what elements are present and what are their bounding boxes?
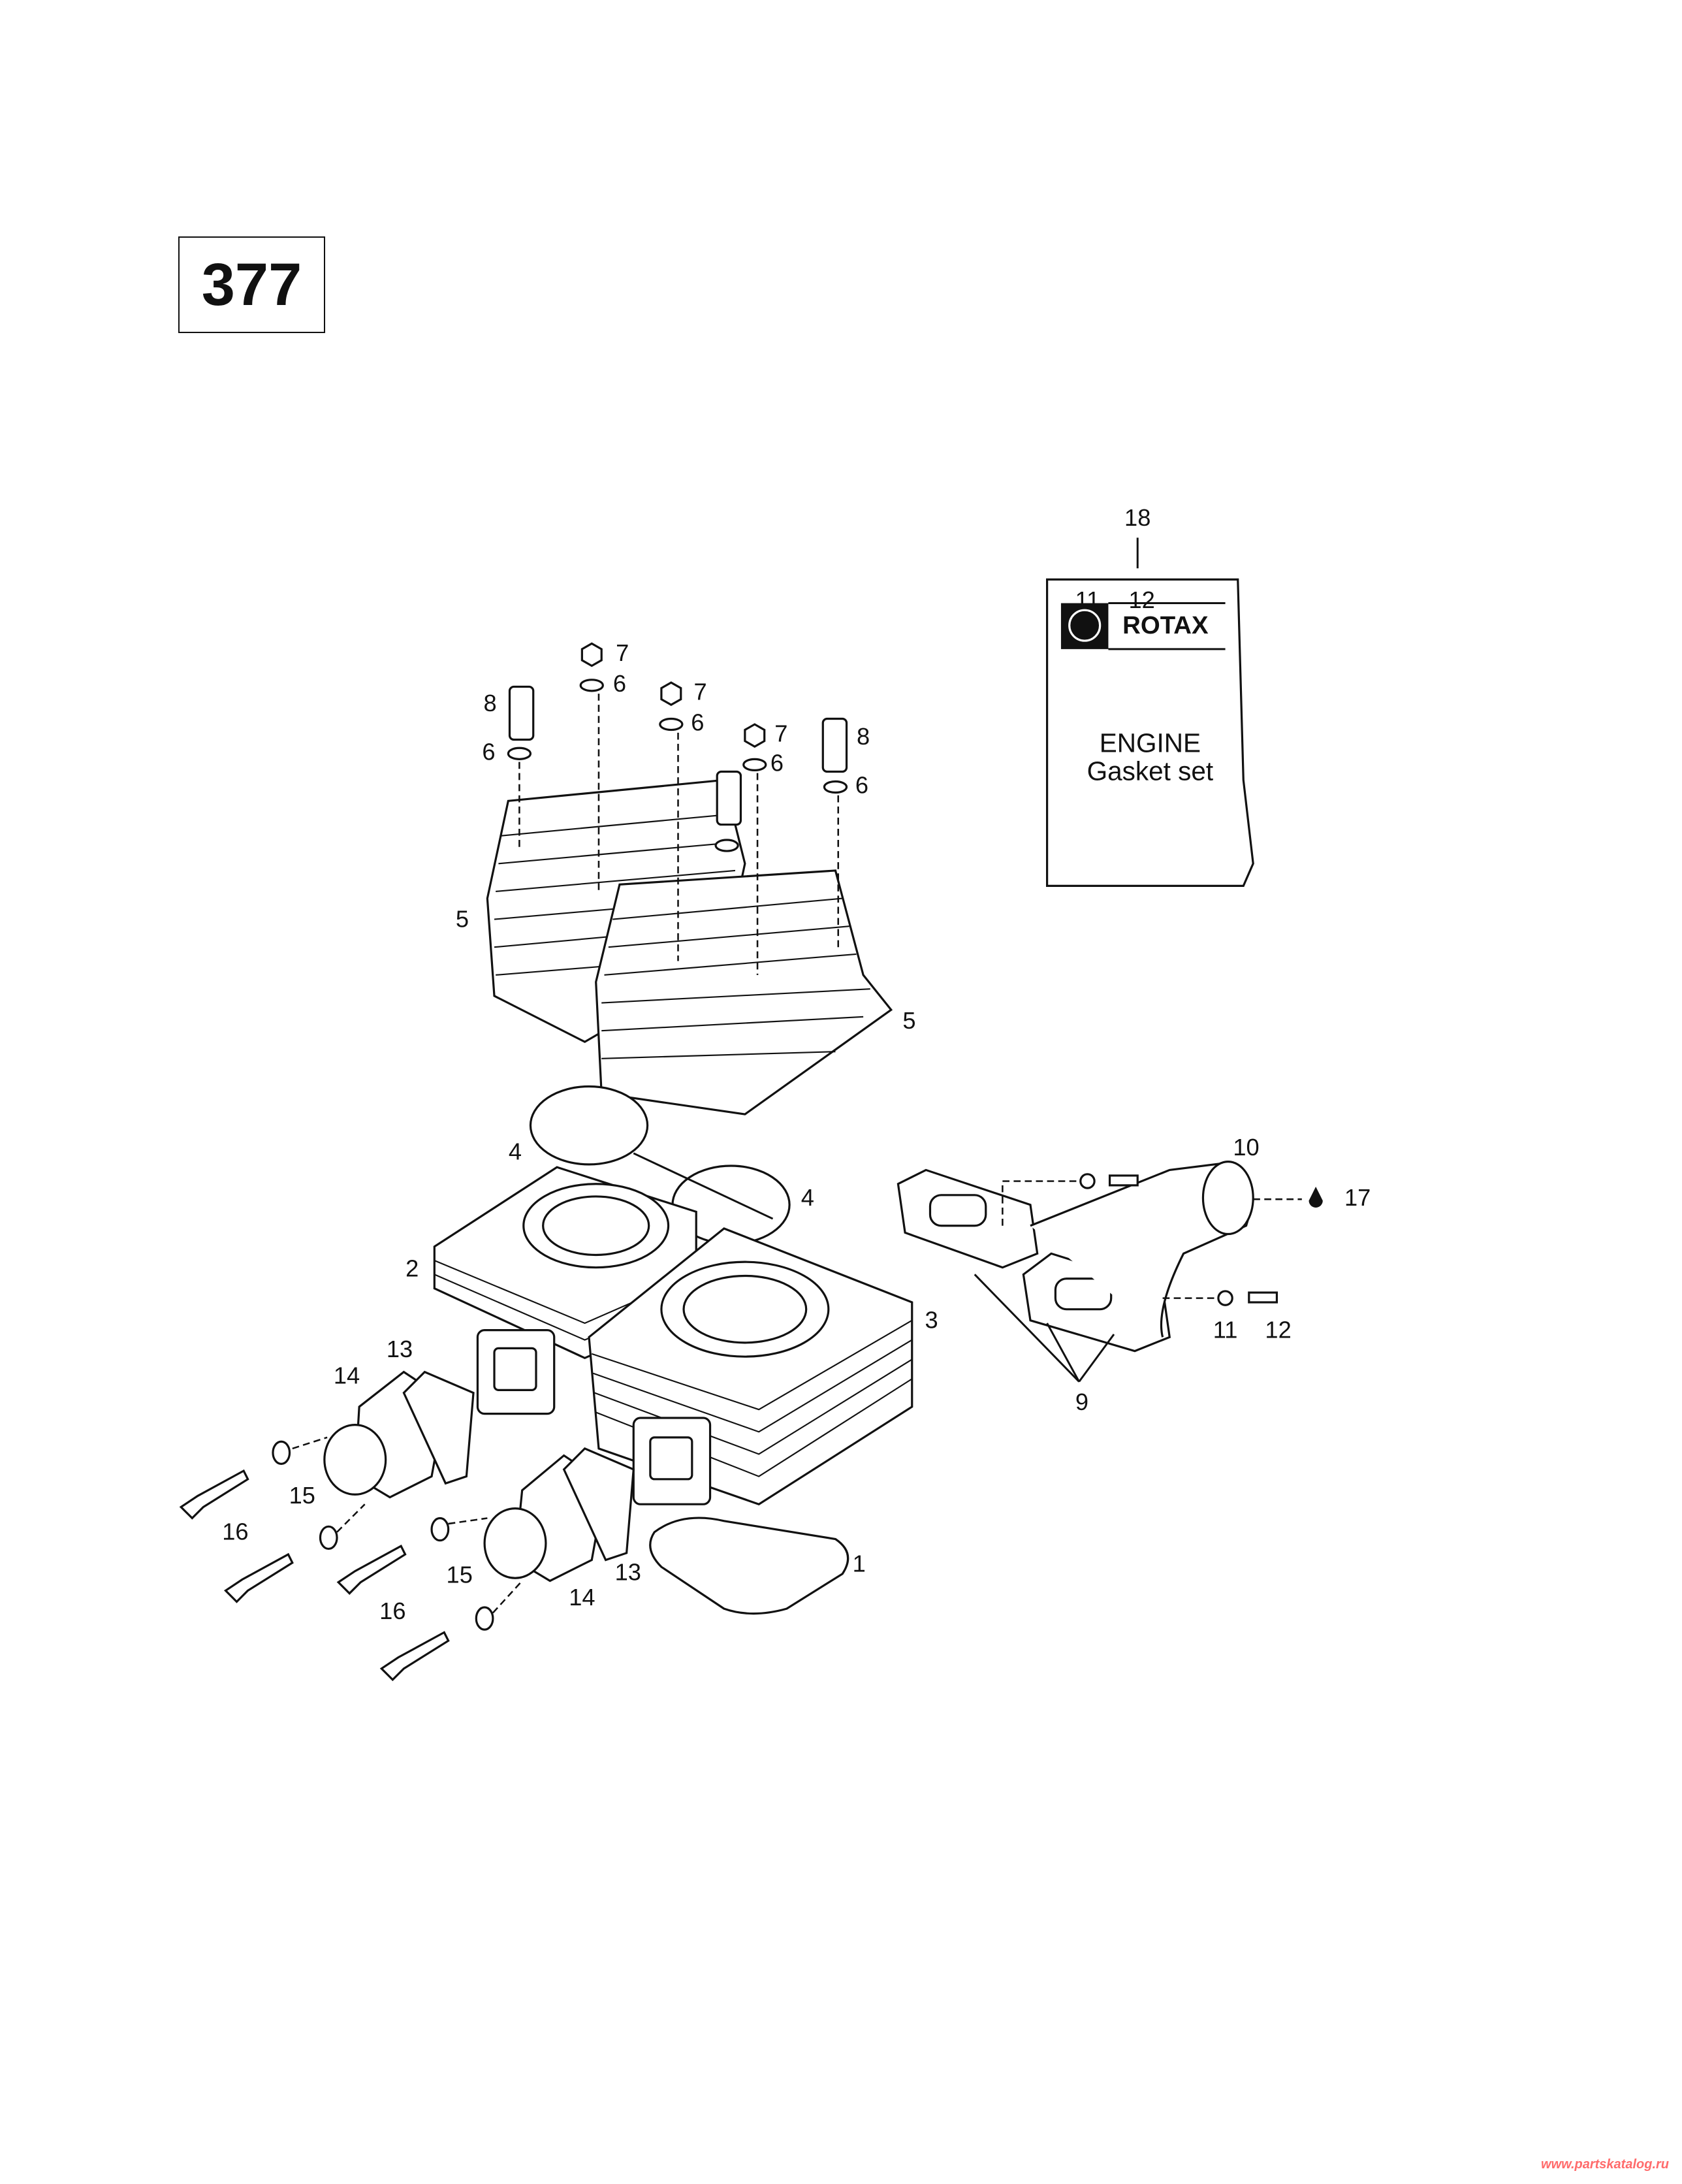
callout: 6 (482, 738, 495, 765)
intake-flange-upper[interactable] (323, 1370, 475, 1499)
callout: 10 (1233, 1134, 1259, 1161)
callout: 7 (694, 679, 707, 705)
callout: 1 (853, 1550, 866, 1577)
head-fasteners[interactable] (507, 642, 848, 975)
callout: 8 (484, 690, 497, 716)
callout: 5 (902, 1007, 915, 1034)
callout: 8 (857, 723, 870, 750)
exhaust-manifold[interactable] (897, 1161, 1254, 1353)
callout: 6 (770, 749, 784, 776)
callout: 12 (1128, 586, 1154, 613)
intake-flange-lower[interactable] (483, 1447, 635, 1582)
callout: 7 (774, 720, 787, 747)
cylinder-head-right[interactable] (595, 869, 893, 1116)
callout: 16 (379, 1598, 405, 1624)
page-number-box: 377 (178, 236, 325, 333)
callout: 4 (801, 1184, 814, 1211)
callout: 15 (289, 1482, 315, 1509)
callout: 13 (387, 1336, 413, 1362)
callout: 11 (1213, 1316, 1238, 1343)
callout: 18 (1124, 504, 1150, 531)
intake-bolts[interactable] (179, 1436, 523, 1682)
callout: 6 (855, 772, 868, 799)
callout: 14 (569, 1584, 595, 1611)
callout: 6 (691, 709, 704, 736)
callout: 17 (1344, 1184, 1371, 1211)
callout: 16 (222, 1518, 248, 1545)
callout: 9 (1075, 1389, 1088, 1415)
rotax-brand: ROTAX (1122, 611, 1209, 639)
watermark-link[interactable]: www.partskatalog.ru (1541, 2157, 1669, 2172)
callout: 11 (1075, 586, 1100, 613)
callout: 5 (456, 905, 469, 932)
callout: 3 (925, 1306, 938, 1333)
base-gasket[interactable] (649, 1517, 849, 1615)
gasket-box-subtitle: Gasket set (1087, 756, 1214, 786)
callout: 14 (334, 1362, 360, 1389)
callout: 12 (1265, 1316, 1291, 1343)
callout: 6 (613, 670, 626, 697)
manifold-fasteners[interactable] (974, 1173, 1323, 1383)
callout: 2 (405, 1255, 419, 1282)
callout-labels: 18 7 6 7 6 8 6 7 6 8 6 5 5 4 4 11 12 10 … (222, 504, 1371, 1624)
gasket-set-box[interactable]: ROTAX ENGINE Gasket set (1046, 538, 1254, 887)
cylinder-right[interactable] (588, 1227, 913, 1505)
head-gaskets[interactable] (529, 1085, 791, 1245)
callout: 15 (447, 1562, 473, 1588)
gasket-box-title: ENGINE (1100, 728, 1201, 758)
callout: 13 (615, 1558, 641, 1585)
callout: 7 (616, 639, 629, 666)
callout: 4 (509, 1138, 522, 1164)
lubricant-drop-icon (1309, 1187, 1323, 1208)
